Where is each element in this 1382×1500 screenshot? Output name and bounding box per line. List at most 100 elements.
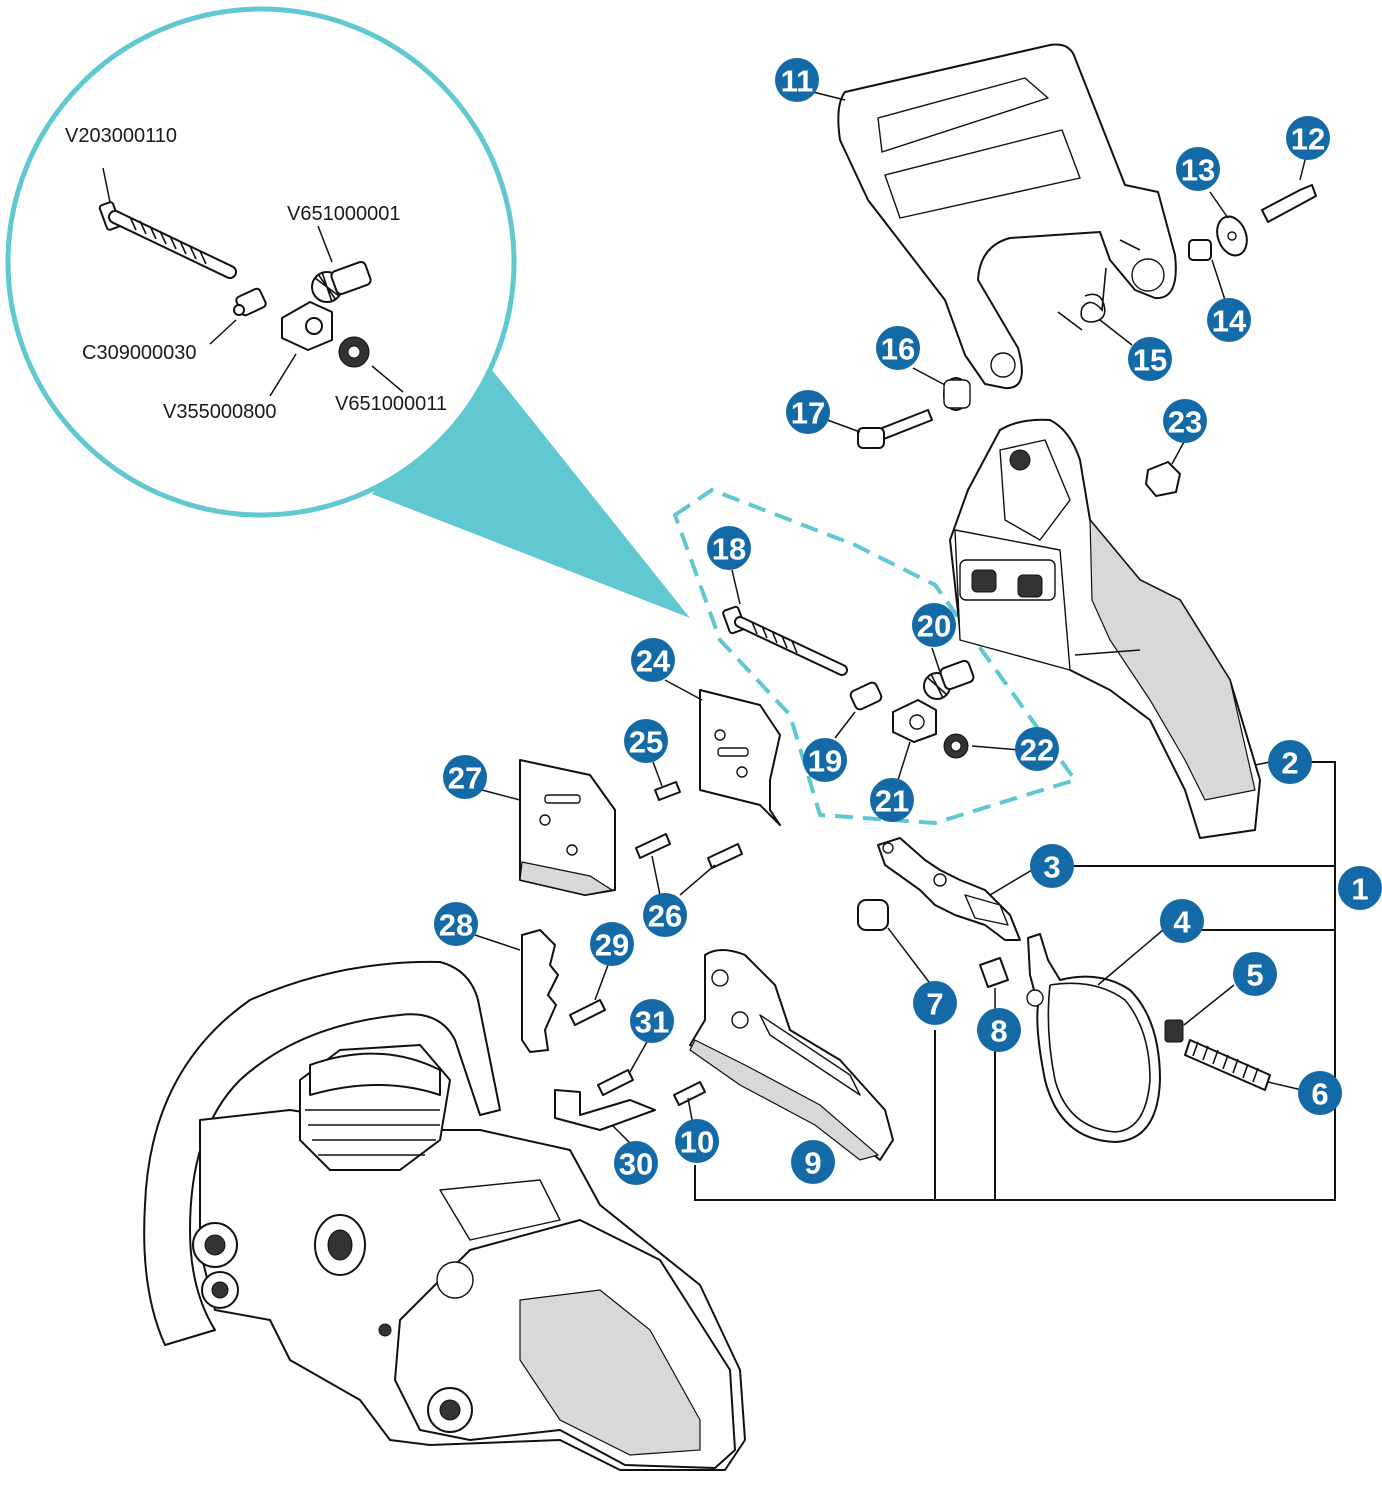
svg-text:13: 13 [1181,153,1215,188]
svg-text:2: 2 [1281,746,1298,781]
brake-band-4-icon [1026,933,1161,1143]
callout-badge: 25 [624,719,668,763]
callout-badge: 27 [443,755,487,799]
svg-text:19: 19 [808,744,842,779]
spike-28-icon [521,929,559,1053]
zoom-callout: V203000110 V651000001 C309000030 V355000… [5,6,690,618]
callout-badge: 20 [912,603,956,647]
callout-badge: 30 [614,1141,658,1185]
callout-badge: 31 [630,999,674,1043]
bushing-14-icon [1188,239,1212,261]
svg-text:14: 14 [1212,304,1247,339]
callout-badge: 21 [870,778,914,822]
chain-brake-cover [949,418,1261,839]
callout-badge: 24 [631,638,675,682]
callout-badge: 7 [913,981,957,1025]
clip-5-icon [1164,1019,1184,1043]
front-hand-guard [837,43,1177,390]
plate-24-icon [699,689,781,826]
svg-text:8: 8 [990,1014,1007,1049]
spring-6-icon [1184,1039,1271,1091]
callout-badge: 2 [1268,740,1312,784]
callout-badge: 29 [590,922,634,966]
callout-badges: 1 2 3 4 5 6 7 8 9 10 11 12 13 14 15 16 1… [434,58,1382,1185]
callout-badge: 13 [1176,147,1220,191]
svg-text:25: 25 [629,725,663,760]
pin-8-icon [979,957,1009,988]
leader-lines [474,91,1340,1201]
callout-badge: 3 [1030,844,1074,888]
nut-23-icon [1145,461,1181,497]
svg-text:5: 5 [1246,958,1263,993]
screw-26-icon [635,833,743,869]
gear-20-icon [923,659,975,700]
sleeve-7-icon [857,899,889,931]
callout-badge: 12 [1286,116,1330,160]
chainsaw-body [143,960,746,1471]
svg-text:24: 24 [636,644,671,679]
zoom-bracket-icon [281,301,333,351]
part-code-label: V355000800 [163,401,276,423]
callout-badge: 6 [1298,1071,1342,1115]
zoom-washer-icon [338,336,370,368]
svg-text:12: 12 [1291,122,1325,157]
callout-badge: 16 [876,326,920,370]
callout-badge: 1 [1338,866,1382,910]
svg-text:29: 29 [595,928,629,963]
svg-text:30: 30 [619,1147,653,1182]
callout-badge: 23 [1163,399,1207,443]
svg-text:22: 22 [1020,733,1054,768]
zoom-callout-circle [5,6,517,518]
part-code-label: V203000110 [65,125,177,147]
svg-text:17: 17 [791,396,825,431]
zoom-gear-icon [311,260,372,303]
screw-29-icon [569,999,606,1026]
svg-text:31: 31 [635,1005,669,1040]
screw-31-icon [597,1069,634,1096]
screw-12-icon [1261,184,1317,223]
part-code-label: C309000030 [82,342,197,364]
svg-text:10: 10 [680,1125,714,1160]
svg-text:23: 23 [1168,405,1202,440]
part-code-label: V651000011 [335,393,447,415]
lever-3-icon [877,837,1021,941]
bracket-21-icon [892,699,937,743]
bushing-16-icon [943,377,971,411]
svg-text:18: 18 [712,532,746,567]
screw-10-icon [673,1081,706,1106]
callout-badge: 4 [1160,899,1204,943]
svg-text:3: 3 [1043,850,1060,885]
zoom-nut-icon [233,287,267,317]
callout-badge: 28 [434,902,478,946]
callout-badge: 5 [1233,952,1277,996]
zoom-bolt-icon [98,201,237,279]
callout-badge: 17 [786,390,830,434]
svg-text:9: 9 [804,1146,821,1181]
callout-badge: 10 [675,1119,719,1163]
spring-15-icon [1057,267,1107,331]
callout-badge: 11 [775,58,819,102]
callout-badge: 14 [1207,298,1251,342]
callout-badge: 19 [803,738,847,782]
callout-badge: 9 [791,1140,835,1184]
svg-text:28: 28 [439,908,473,943]
svg-text:16: 16 [881,332,915,367]
nut-19-icon [849,681,883,711]
svg-text:6: 6 [1311,1077,1328,1112]
plate-27-icon [519,759,616,896]
svg-text:20: 20 [917,609,951,644]
handle-9-icon [689,949,894,1161]
svg-text:4: 4 [1173,905,1191,940]
svg-text:27: 27 [448,761,482,796]
svg-text:21: 21 [875,784,909,819]
svg-text:1: 1 [1351,872,1368,907]
washer-13-icon [1216,215,1248,257]
svg-text:7: 7 [926,987,943,1022]
bolt-17-icon [857,409,933,449]
callout-badge: 18 [707,526,751,570]
screw-25-icon [654,781,681,801]
part-code-label: V651000001 [287,203,400,225]
bracket-30-icon [554,1089,656,1131]
callout-badge: 15 [1128,337,1172,381]
